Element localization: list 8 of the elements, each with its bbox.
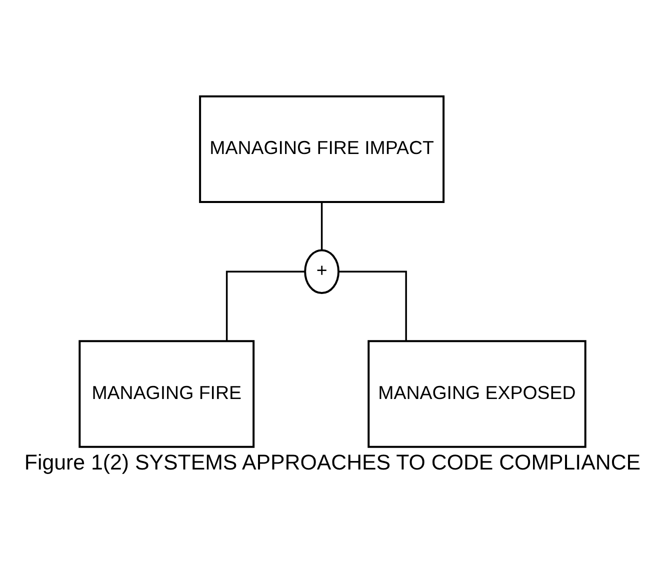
node-box: MANAGING FIRE bbox=[78, 340, 255, 448]
node-box: MANAGING EXPOSED bbox=[368, 340, 586, 448]
node-ellipse: + bbox=[304, 248, 340, 294]
connector bbox=[226, 270, 305, 341]
node-box: MANAGING FIRE IMPACT bbox=[199, 94, 445, 203]
connector bbox=[320, 202, 323, 250]
connector bbox=[338, 270, 407, 341]
caption: Figure 1(2) SYSTEMS APPROACHES TO CODE COMPLIANCE bbox=[24, 450, 641, 474]
